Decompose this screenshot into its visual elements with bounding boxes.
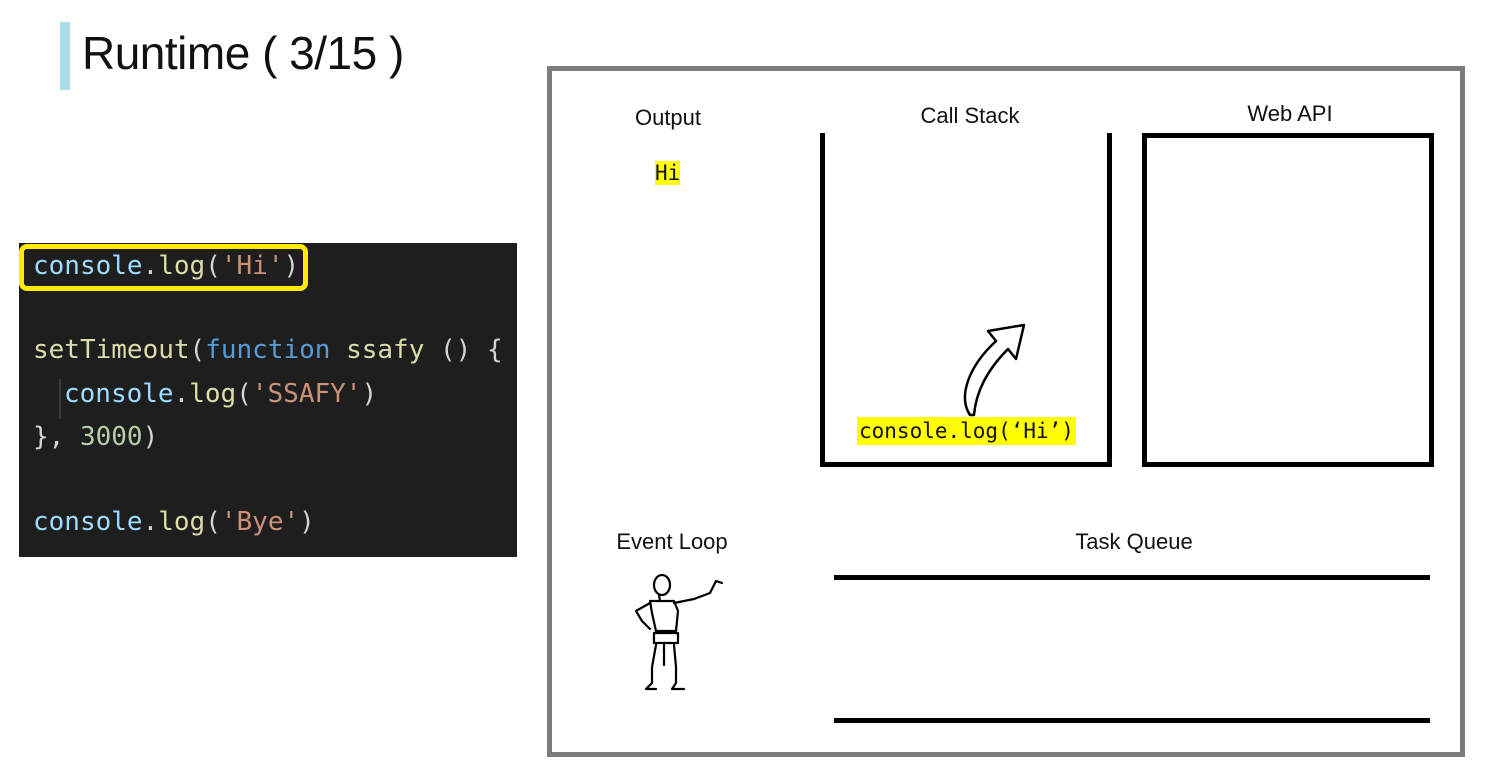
taskqueue-label: Task Queue [1075,529,1193,554]
token: console [64,379,174,409]
token: 'Hi' [220,251,284,281]
event-loop-figure-icon [634,573,724,691]
token: log [158,251,206,281]
token: ssafy [330,335,425,365]
webapi-label: Web API [1247,101,1333,126]
token: log [158,507,206,537]
token: ) [299,507,315,537]
current-line-highlight [19,244,308,291]
callstack-item-text: console.log(‘Hi’) [857,417,1076,445]
indent-guide [59,379,61,419]
token: 3000 [79,422,143,452]
token: log [189,379,237,409]
token: . [142,507,159,537]
callstack-frame: console.log(‘Hi’) [857,417,1076,445]
token: 'SSAFY' [251,379,362,409]
callstack-box [820,133,1112,467]
page-title: Runtime ( 3/15 ) [82,27,404,79]
token: }, [33,422,80,452]
token: ) [283,251,300,281]
output-label: Output [634,105,702,130]
taskqueue-top-line [834,575,1430,580]
token: 'Bye' [220,507,300,537]
token: ( [205,251,221,281]
token: console [33,251,143,281]
output-hi: Hi [655,161,681,185]
taskqueue-bottom-line [834,718,1430,723]
code-line-5: console.log('Bye') [33,507,315,537]
title-accent-bar [60,22,70,90]
token: ) [361,379,378,409]
token: () { [424,335,503,365]
code-editor: console.log('Hi') setTimeout(function ss… [19,243,517,557]
token: . [142,251,159,281]
token: ( [189,335,206,365]
callstack-label: Call Stack [920,103,1020,128]
token: console [33,507,143,537]
output-value: Hi [655,161,681,186]
token: function [205,335,331,365]
webapi-box [1142,133,1434,467]
runtime-diagram: Output Hi Call Stack console.log(‘Hi’) W… [547,66,1465,757]
token: . [173,379,190,409]
token: setTimeout [33,335,190,365]
code-line-3: console.log('SSAFY') [64,379,377,409]
code-line-1: console.log('Hi') [33,251,299,281]
token: ( [236,379,252,409]
push-arrow-icon [963,323,1026,417]
token: ( [205,507,221,537]
code-line-4: }, 3000) [33,422,158,452]
token: ) [142,422,159,452]
eventloop-label: Event Loop [616,529,728,554]
code-line-2: setTimeout(function ssafy () { [33,335,503,365]
